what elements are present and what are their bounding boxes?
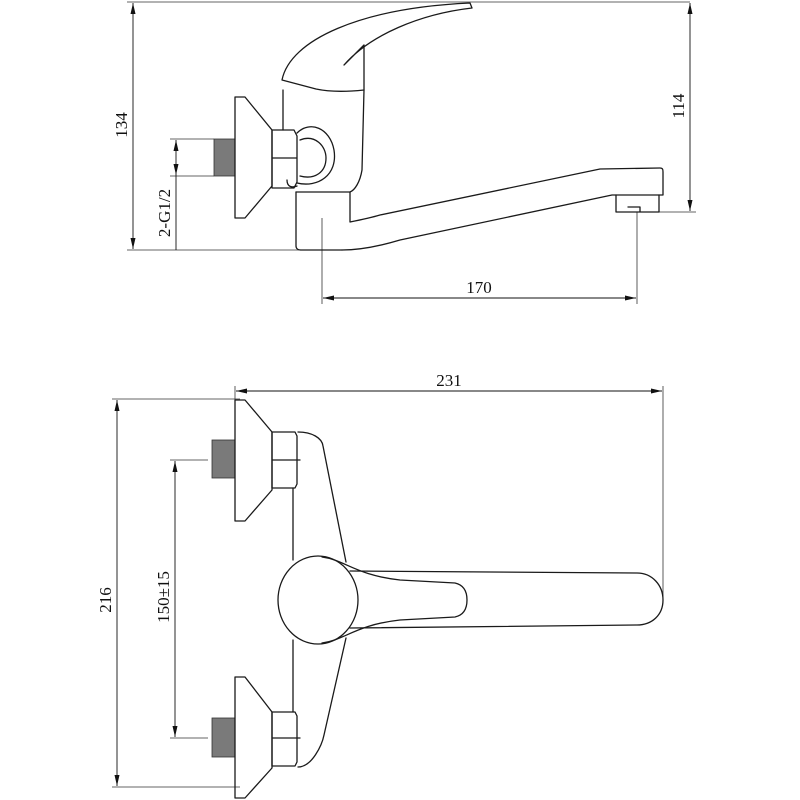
dimension-spout-reach: 170	[321, 212, 638, 304]
lever-groove	[321, 556, 468, 644]
nut	[271, 129, 298, 189]
handle-loop	[296, 126, 336, 185]
handle-hub	[277, 555, 359, 645]
dimension-label-170: 170	[466, 278, 492, 297]
escutcheon	[234, 96, 273, 219]
dimension-label-231: 231	[436, 371, 462, 390]
dimension-label-134: 134	[112, 112, 131, 138]
dimension-overall-width: 231	[234, 371, 664, 600]
dimension-label-216: 216	[96, 587, 115, 613]
spout-top-view	[349, 570, 664, 629]
faucet-front-outline	[211, 399, 664, 799]
inlet-thread-top	[211, 439, 236, 479]
aerator	[615, 194, 660, 213]
front-view: 231 216 150±15	[96, 371, 664, 799]
dimension-label-150: 150±15	[154, 571, 173, 623]
dimension-overall-height-front: 216	[96, 398, 240, 788]
escutcheon-bottom	[234, 676, 273, 799]
nut-bottom	[271, 711, 301, 767]
dimension-thread: 2-G1/2	[155, 138, 214, 250]
dimension-inlet-spacing: 150±15	[154, 459, 208, 739]
dimension-label-thread: 2-G1/2	[155, 189, 174, 237]
dimension-label-114: 114	[669, 93, 688, 118]
inlet-thread	[213, 138, 236, 177]
nut-top	[271, 431, 301, 489]
lever-handle	[281, 2, 473, 93]
faucet-side-outline	[213, 2, 664, 251]
escutcheon-top	[234, 399, 273, 522]
body-column	[292, 431, 347, 768]
side-view: 134 114 2-G1/2 170	[112, 1, 696, 304]
spout	[341, 167, 664, 251]
body	[282, 89, 365, 193]
inlet-thread-bottom	[211, 717, 236, 758]
dimension-spout-height: 114	[640, 3, 696, 213]
dimension-overall-height-side: 134	[112, 1, 690, 251]
lower-block	[295, 191, 343, 251]
